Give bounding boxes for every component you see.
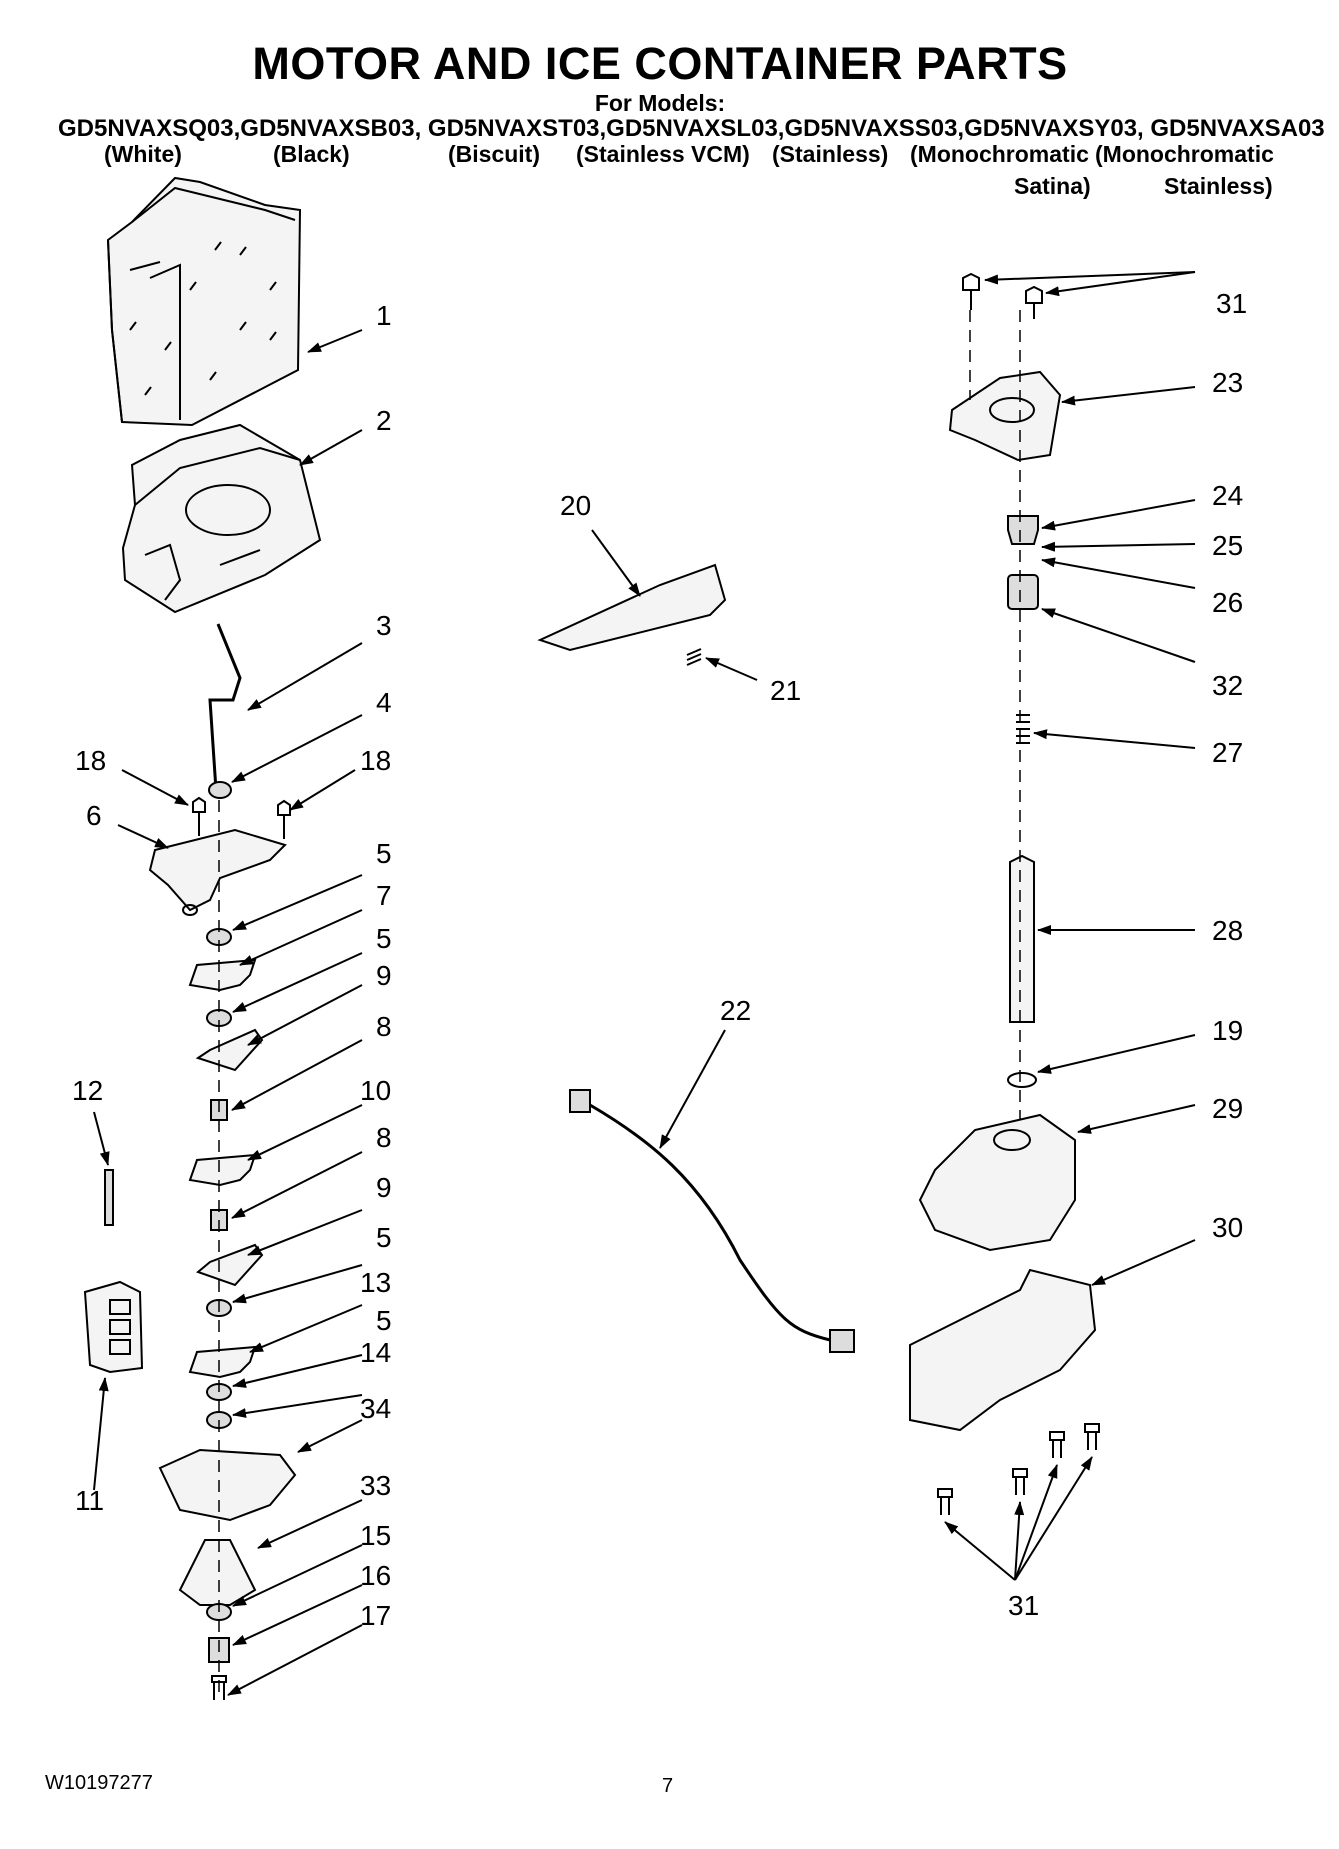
color-monochromatic-1: (Monochromatic [910, 141, 1089, 167]
connector-part [569, 1089, 591, 1113]
callout-number: 10 [360, 1075, 391, 1106]
screw-part [277, 799, 291, 839]
screw-part [1012, 1468, 1028, 1495]
callout-number: 24 [1212, 480, 1243, 511]
page-number: 7 [662, 1775, 674, 1797]
callout-number: 5 [376, 838, 392, 869]
callout-number: 13 [360, 1267, 391, 1298]
callout-number: 20 [560, 490, 591, 521]
slide-part [537, 563, 727, 652]
callout-number: 3 [376, 610, 392, 641]
connector-part [829, 1329, 855, 1353]
color-biscuit: (Biscuit) [448, 141, 540, 167]
blade-part [188, 1153, 257, 1187]
callout-number: 5 [376, 1222, 392, 1253]
callout-number: 32 [1212, 670, 1243, 701]
callout-number: 22 [720, 995, 751, 1026]
motor-bracket-part [909, 1268, 1097, 1432]
auger-motor-part [918, 1113, 1076, 1252]
callout-number: 4 [376, 687, 392, 718]
agitator-part [178, 1539, 257, 1606]
motor-mount-part [948, 370, 1062, 462]
callout-number: 26 [1212, 587, 1243, 618]
callout-number: 23 [1212, 367, 1243, 398]
spring-part [1016, 714, 1030, 744]
callout-number: 28 [1212, 915, 1243, 946]
callout-number: 6 [86, 800, 102, 831]
color-stainless-2: Stainless) [1164, 173, 1273, 199]
color-stainless-vcm: (Stainless VCM) [576, 141, 750, 167]
spring-part [686, 648, 702, 666]
callout-number: 1 [376, 300, 392, 331]
callout-number: 17 [360, 1600, 391, 1631]
blade-part [195, 1028, 264, 1072]
callout-number: 34 [360, 1393, 391, 1424]
callout-number: 8 [376, 1122, 392, 1153]
callout-number: 7 [376, 880, 392, 911]
coupler-part [1007, 515, 1039, 545]
screw-part [1084, 1423, 1100, 1450]
block-part [83, 1280, 144, 1374]
blade-part [196, 1243, 264, 1287]
callout-number: 27 [1212, 737, 1243, 768]
callout-number: 9 [376, 1172, 392, 1203]
callout-number: 18 [360, 745, 391, 776]
callout-number: 14 [360, 1337, 391, 1368]
callout-number: 8 [376, 1011, 392, 1042]
bushing-part [208, 781, 232, 799]
callout-number: 25 [1212, 530, 1243, 561]
callout-number: 15 [360, 1520, 391, 1551]
callout-number: 19 [1212, 1015, 1243, 1046]
callout-number: 31 [1216, 288, 1247, 319]
wire-harness-part [589, 1103, 831, 1342]
container-base-part [121, 423, 322, 614]
for-models-label: For Models: [594, 90, 726, 116]
color-black: (Black) [273, 141, 350, 167]
callout-number: 16 [360, 1560, 391, 1591]
callout-number: 2 [376, 405, 392, 436]
color-monochromatic-2: (Monochromatic [1095, 141, 1274, 167]
screw-part [192, 796, 206, 836]
drive-shaft-part [1009, 854, 1035, 1023]
cam-plate-part [158, 1448, 297, 1522]
ice-container-part [106, 176, 302, 427]
callout-number: 21 [770, 675, 801, 706]
color-white: (White) [104, 141, 182, 167]
callout-number: 12 [72, 1075, 103, 1106]
callout-number: 31 [1008, 1590, 1039, 1621]
screw-part [937, 1488, 953, 1515]
sleeve-part [1007, 574, 1039, 610]
models-list: GD5NVAXSQ03,GD5NVAXSB03, GD5NVAXST03,GD5… [58, 115, 1325, 142]
ice-blade-part [188, 958, 257, 992]
bracket-plate-part [148, 828, 287, 912]
callout-number: 9 [376, 960, 392, 991]
callout-number: 5 [376, 923, 392, 954]
crank-rod-part [208, 623, 242, 791]
callout-number: 33 [360, 1470, 391, 1501]
callout-number: 11 [75, 1485, 104, 1516]
screw-part [1049, 1431, 1065, 1458]
callout-number: 29 [1212, 1093, 1243, 1124]
page-title: MOTOR AND ICE CONTAINER PARTS [252, 38, 1068, 89]
document-number: W10197277 [45, 1772, 153, 1794]
callout-number: 18 [75, 745, 106, 776]
washer-part [1007, 1072, 1037, 1088]
blade-part [188, 1345, 257, 1379]
callout-number: 5 [376, 1305, 392, 1336]
color-stainless: (Stainless) [772, 141, 889, 167]
pin-part [104, 1169, 114, 1226]
callout-number: 30 [1212, 1212, 1243, 1243]
screw-part [962, 272, 980, 310]
screw-part [1025, 285, 1043, 319]
color-satina: Satina) [1014, 173, 1091, 199]
